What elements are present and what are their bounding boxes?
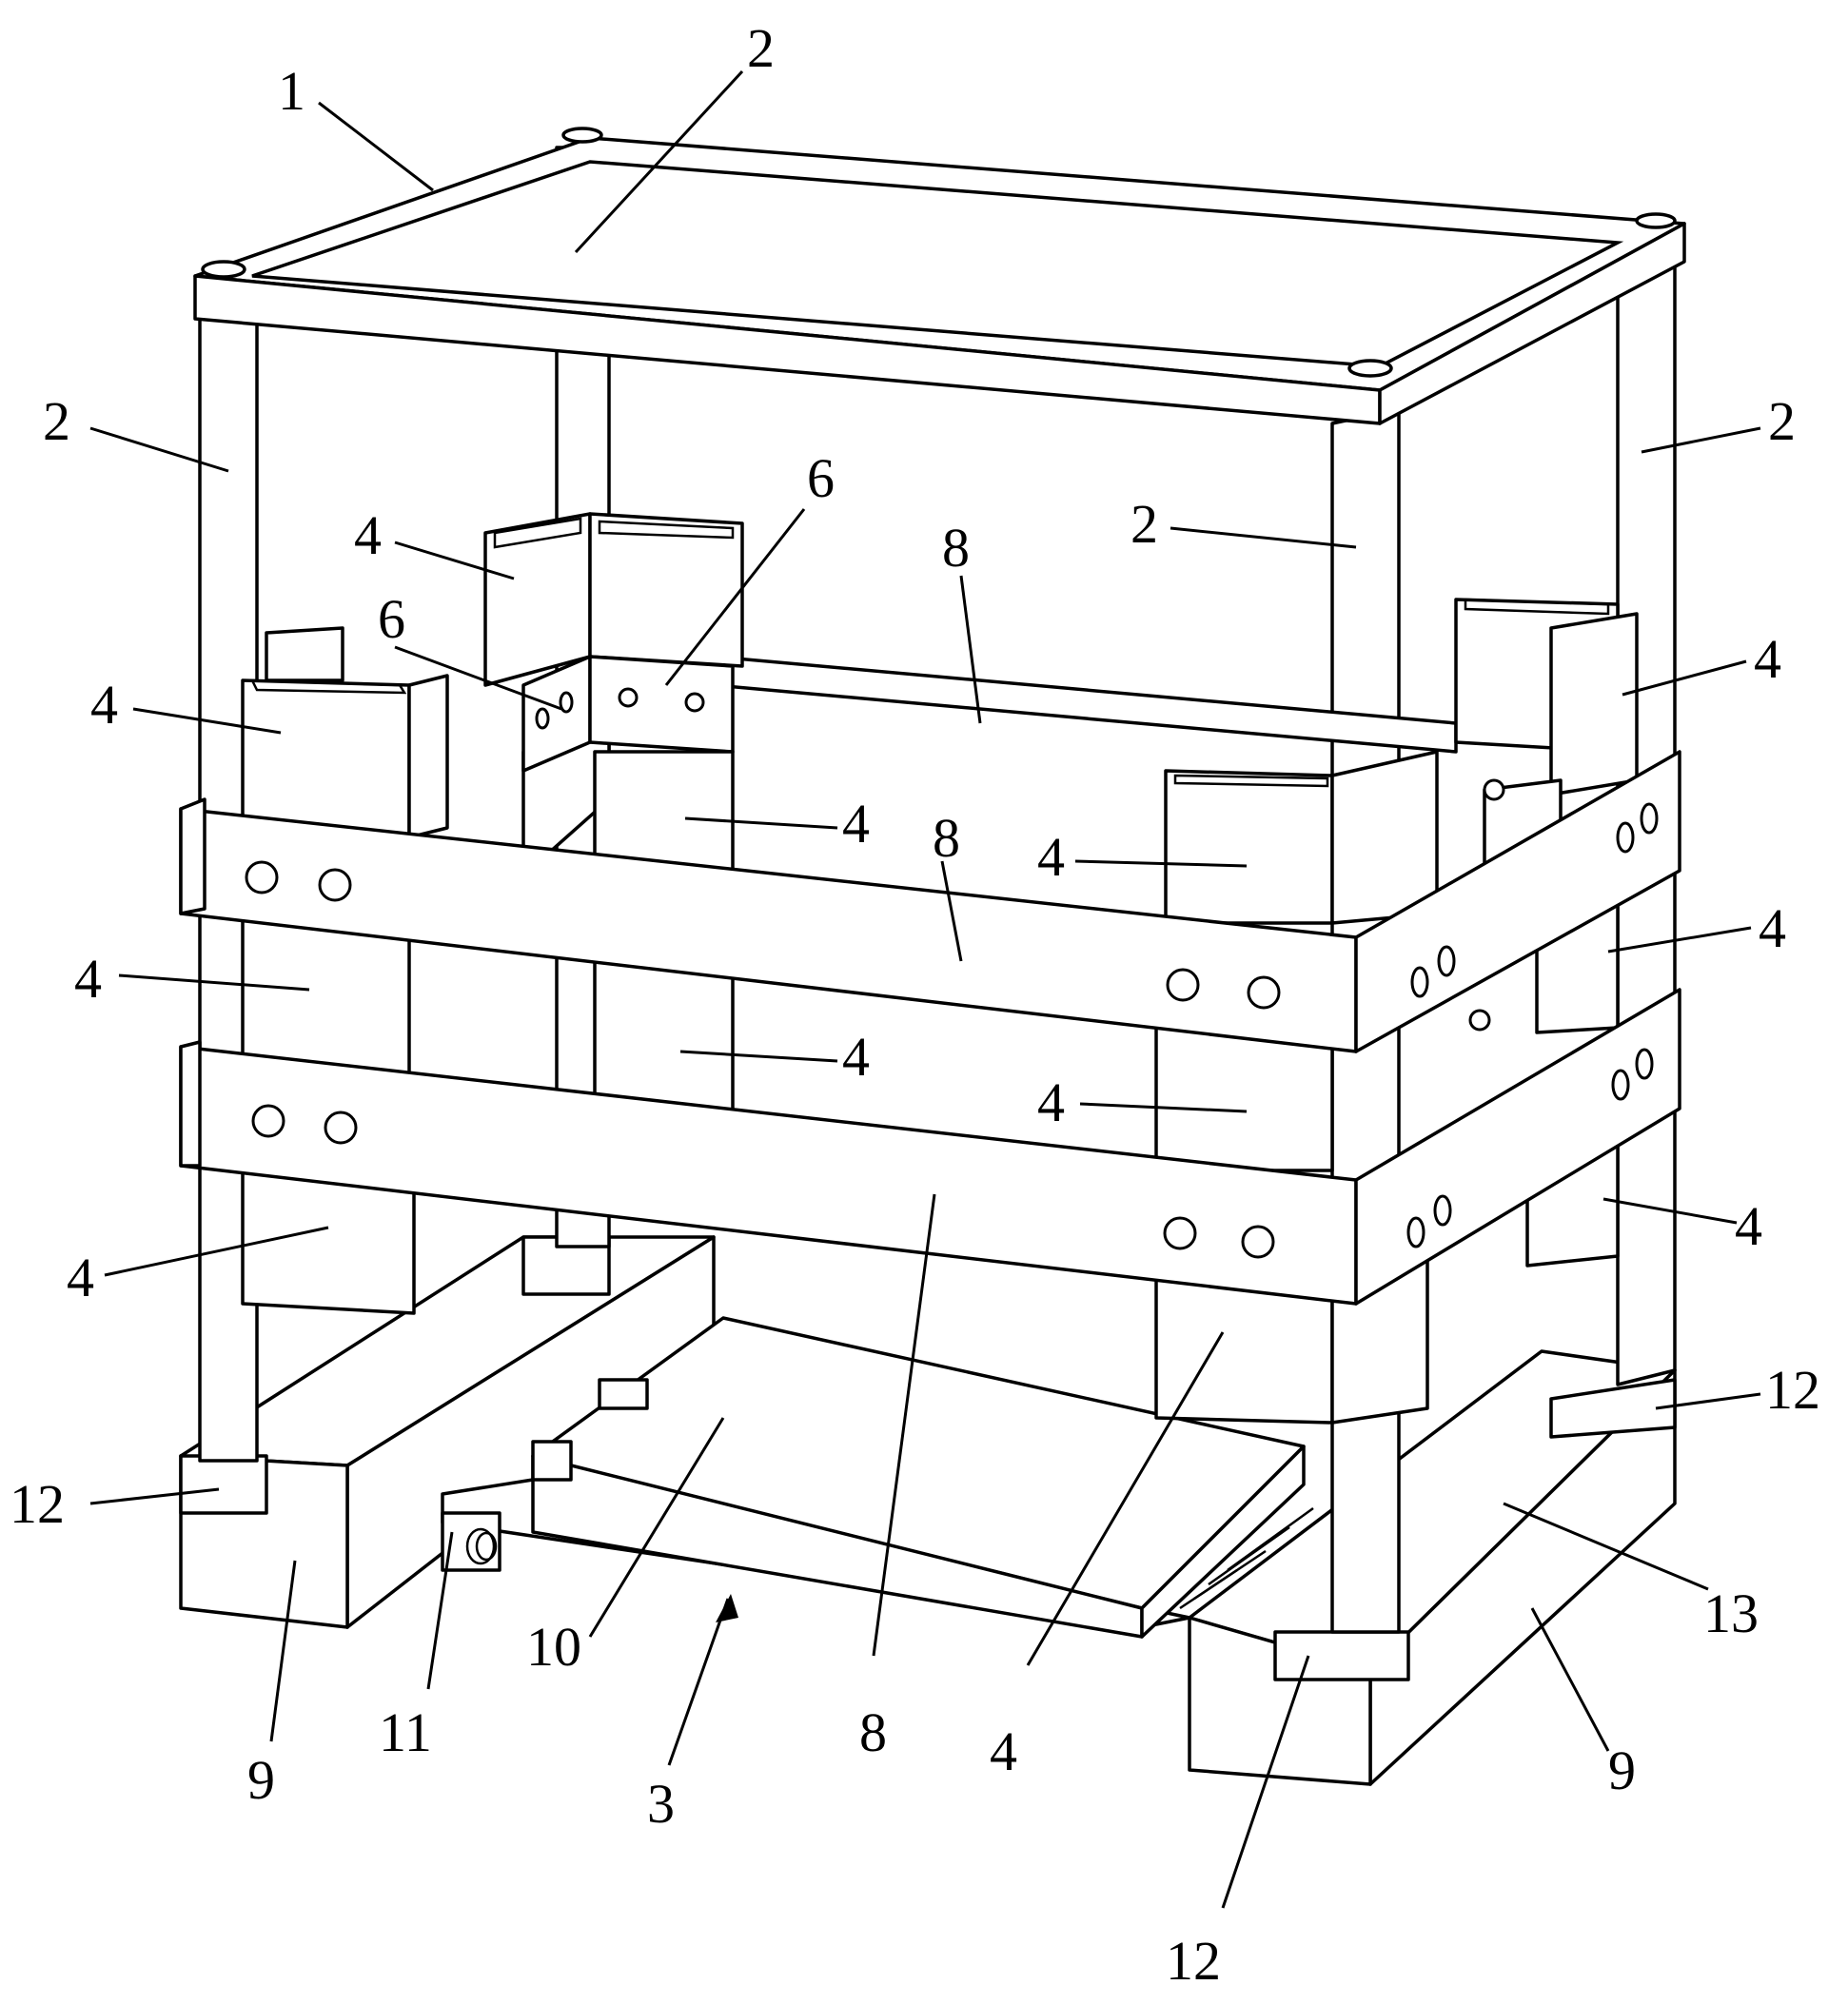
label-bracket-mid-center: 4 [842, 793, 870, 855]
label-bracket-bottom-right: 4 [990, 1720, 1017, 1782]
corner-cap-icon [1349, 361, 1391, 376]
label-column-front-right: 2 [1130, 493, 1158, 555]
bracket-f [1166, 771, 1332, 923]
corner-cap-icon [203, 262, 245, 277]
bracket-e [1551, 614, 1637, 795]
label-base-block-right: 9 [1608, 1740, 1636, 1801]
label-beam-upper: 8 [933, 807, 960, 869]
bracket-l [243, 1170, 414, 1313]
label-beam-rear: 8 [942, 517, 970, 579]
label-plate-upper: 6 [807, 447, 835, 509]
label-rail: 13 [1703, 1582, 1759, 1644]
label-column-rear-right: 2 [1768, 390, 1796, 452]
label-plate-lower: 6 [378, 588, 405, 650]
plate-lower-shape [590, 657, 733, 752]
label-top-frame: 1 [278, 60, 305, 122]
bracket-c-side [409, 676, 447, 837]
label-bracket-low-center: 4 [842, 1026, 870, 1088]
label-foot-left: 12 [10, 1473, 65, 1535]
beam-middle-end [181, 1042, 200, 1166]
foot-right-pad [1275, 1632, 1408, 1680]
label-beam-bottom: 8 [859, 1701, 887, 1763]
label-wheel: 11 [379, 1701, 432, 1763]
beam-upper-end [181, 799, 205, 914]
corner-cap-icon [563, 128, 601, 142]
corner-cap-icon [1637, 214, 1675, 227]
bracket-i [1156, 1028, 1332, 1170]
foot-left-pad [181, 1456, 266, 1513]
label-foot-bottom: 12 [1166, 1930, 1221, 1992]
label-base-block-left: 9 [247, 1749, 275, 1811]
label-bracket-mid-far-right: 4 [1759, 897, 1786, 959]
bracket-c [243, 680, 409, 837]
label-cart-base: 3 [647, 1773, 675, 1835]
label-bracket-low-right: 4 [1037, 1071, 1065, 1133]
platform-stop-2 [600, 1380, 647, 1408]
label-column-rear-left: 2 [747, 17, 775, 79]
label-bracket-low-far-right: 4 [1735, 1195, 1762, 1257]
top-frame [195, 128, 1684, 423]
platform-stop [533, 1442, 571, 1480]
label-foot-right: 12 [1765, 1359, 1820, 1421]
arrow-icon [716, 1594, 738, 1622]
label-bracket-upper-rear: 4 [354, 504, 382, 566]
label-bracket-upper-right: 4 [1754, 628, 1781, 690]
label-column-front-left: 2 [43, 390, 70, 452]
label-bracket-mid-right: 4 [1037, 826, 1065, 888]
label-platform: 10 [526, 1616, 581, 1678]
bracket-c-rear [266, 628, 343, 680]
bracket-f-side [1332, 752, 1437, 923]
label-bracket-mid-left: 4 [74, 948, 102, 1010]
label-bracket-upper-left: 4 [90, 674, 118, 736]
label-bracket-low-left: 4 [67, 1247, 94, 1308]
